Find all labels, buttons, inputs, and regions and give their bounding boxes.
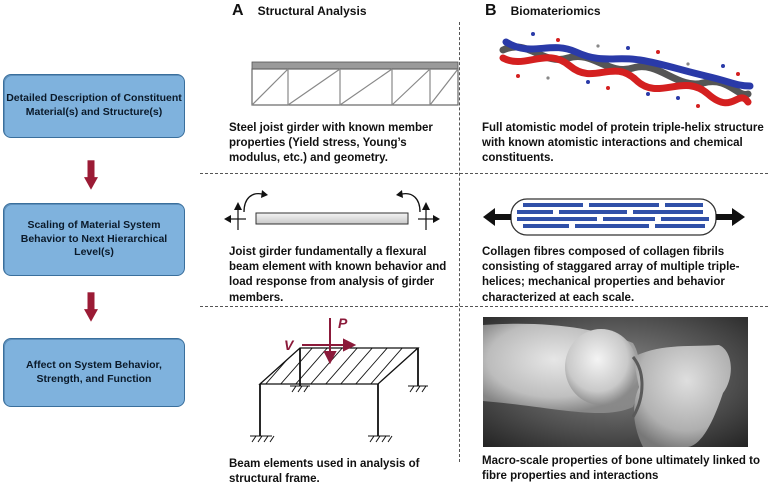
step-label-3: Affect on System Behavior, Strength, and… xyxy=(26,358,162,385)
row-divider-2 xyxy=(200,306,768,307)
bone-xray-figure xyxy=(483,317,748,447)
collagen-fibre-figure xyxy=(483,198,745,236)
triple-helix-figure xyxy=(499,32,754,108)
column-divider xyxy=(459,22,460,462)
step-box-3: Affect on System Behavior, Strength, and… xyxy=(3,338,185,407)
step-label-1: Detailed Description of Constituent Mate… xyxy=(6,92,182,118)
caption-b2: Collagen fibres composed of collagen fib… xyxy=(482,246,740,304)
step-box-2: Scaling of Material System Behavior to N… xyxy=(3,203,185,276)
column-header-b: B Biomateriomics xyxy=(485,2,601,20)
caption-b3: Macro-scale properties of bone ultimatel… xyxy=(482,455,760,483)
down-arrow-2 xyxy=(84,292,98,322)
column-header-a: A Structural Analysis xyxy=(232,2,367,20)
down-arrow-1 xyxy=(84,160,98,190)
frame-label-p: P xyxy=(338,315,348,331)
joist-girder-figure xyxy=(251,61,459,106)
column-title-b: Biomateriomics xyxy=(510,4,601,18)
column-letter-a: A xyxy=(232,2,244,19)
row-divider-1 xyxy=(200,173,768,174)
caption-a2: Joist girder fundamentally a flexural be… xyxy=(229,246,447,304)
step-label-2: Scaling of Material System Behavior to N… xyxy=(20,219,168,259)
column-letter-b: B xyxy=(485,2,497,19)
column-title-a: Structural Analysis xyxy=(257,4,367,18)
caption-b1: Full atomistic model of protein triple-h… xyxy=(482,122,764,165)
structural-frame-figure: P V xyxy=(250,315,428,443)
frame-label-v: V xyxy=(284,337,295,353)
caption-a3: Beam elements used in analysis of struct… xyxy=(229,458,420,486)
flexural-beam-figure xyxy=(224,190,440,230)
step-box-1: Detailed Description of Constituent Mate… xyxy=(3,74,185,138)
caption-a1: Steel joist girder with known member pro… xyxy=(229,122,433,165)
